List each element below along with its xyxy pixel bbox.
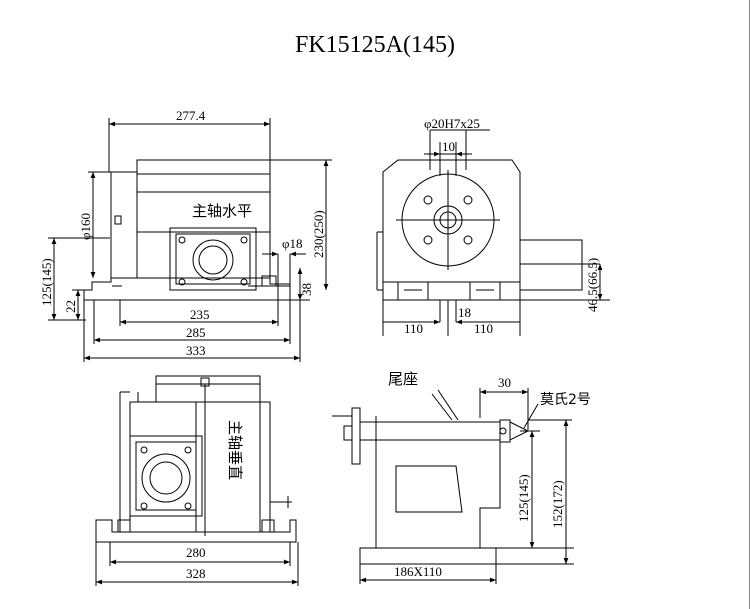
tailstock-dim-125: 125(145) xyxy=(516,474,531,522)
vertical-dim-280: 280 xyxy=(186,545,206,560)
front-dim-d18: φ18 xyxy=(282,236,303,251)
front-spindle-label: 主轴水平 xyxy=(192,202,252,220)
front-dim-230: 230(250) xyxy=(311,210,326,258)
front-dim-22: 22 xyxy=(63,300,78,313)
front-view xyxy=(48,118,332,362)
tailstock-dim-base: 186X110 xyxy=(394,564,442,579)
tailstock-dim-152: 152(172) xyxy=(550,480,565,528)
tailstock-label: 尾座 xyxy=(388,370,418,388)
side-dim-110-right: 110 xyxy=(474,321,493,336)
side-dim-18: 18 xyxy=(458,305,471,320)
side-dim-110-left: 110 xyxy=(404,321,423,336)
side-dim-46-5: 46.5(66.5) xyxy=(585,258,600,312)
front-dim-d160: φ160 xyxy=(78,213,93,240)
tailstock-dim-30: 30 xyxy=(498,375,511,390)
tailstock-taper-label: 莫氏2号 xyxy=(540,392,591,408)
vertical-view xyxy=(95,375,299,586)
front-dim-235: 235 xyxy=(190,307,210,322)
front-dim-285: 285 xyxy=(186,325,206,340)
front-dim-333: 333 xyxy=(186,343,206,358)
side-view xyxy=(376,129,610,336)
tailstock-view xyxy=(332,388,574,584)
front-dim-277: 277.4 xyxy=(176,108,206,123)
vertical-dim-328: 328 xyxy=(186,566,206,581)
vertical-spindle-label: 主轴垂直 xyxy=(226,420,244,480)
side-dim-d20: φ20H7x25 xyxy=(424,116,480,131)
side-dim-10: 10 xyxy=(442,139,455,154)
front-dim-38: 38 xyxy=(299,283,314,296)
drawing-title: FK15125A(145) xyxy=(295,32,455,58)
front-dim-125: 125(145) xyxy=(39,258,54,306)
